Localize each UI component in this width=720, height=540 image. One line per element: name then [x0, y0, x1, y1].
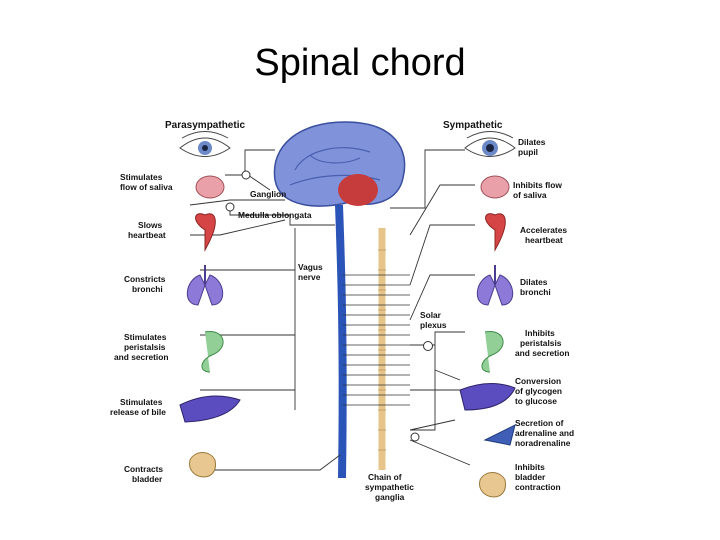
- label-left-heart: Slows heartbeat: [128, 220, 166, 240]
- salivary-gland-icon: [195, 175, 225, 199]
- label-right-bladder: Inhibits bladder contraction: [515, 462, 561, 492]
- heart-icon: [485, 213, 506, 252]
- liver-icon: [179, 395, 241, 423]
- label-right-glycogen: Conversion of glycogen to glucose: [515, 376, 564, 406]
- label-ganglion: Ganglion: [250, 189, 286, 199]
- salivary-gland-icon: [480, 175, 510, 199]
- label-left-saliva: Stimulates flow of saliva: [120, 172, 173, 192]
- adrenal-gland-icon: [483, 424, 516, 446]
- label-left-peristalsis: Stimulates peristalsis and secretion: [114, 332, 169, 362]
- brain-icon: [273, 121, 406, 207]
- label-left-bladder: Contracts bladder: [124, 464, 165, 484]
- label-right-saliva: Inhibits flow of saliva: [513, 180, 564, 200]
- label-solar-plexus: Solar plexus: [420, 310, 447, 330]
- stomach-intestine-icon: [481, 331, 504, 373]
- label-right-adrenaline: Secretion of adrenaline and noradrenalin…: [515, 418, 576, 448]
- slide-title: Spinal chord: [254, 42, 466, 84]
- label-right-heart: Accelerates heartbeat: [520, 225, 569, 245]
- stomach-intestine-icon: [201, 331, 224, 373]
- sympathetic-header: Sympathetic: [443, 120, 503, 131]
- lungs-icon: [186, 265, 224, 306]
- label-right-pupil: Dilates pupil: [518, 137, 548, 157]
- label-left-bile: Stimulates release of bile: [110, 397, 166, 417]
- label-vagus-nerve: Vagus nerve: [298, 262, 325, 282]
- autonomic-nervous-system-diagram: Parasympathetic Sympathetic: [110, 120, 576, 502]
- label-medulla: Medulla oblongata: [238, 210, 312, 220]
- spinal-cord-icon: [335, 204, 347, 479]
- heart-icon: [195, 213, 216, 252]
- eye-icon: [464, 131, 516, 157]
- eye-icon: [179, 131, 231, 157]
- label-right-peristalsis: Inhibits peristalsis and secretion: [515, 328, 569, 358]
- label-right-bronchi: Dilates bronchi: [520, 277, 551, 297]
- bladder-icon: [189, 452, 216, 478]
- parasympathetic-header: Parasympathetic: [165, 120, 245, 131]
- label-chain-ganglia: Chain of sympathetic ganglia: [365, 472, 416, 502]
- liver-icon: [459, 383, 516, 411]
- bladder-icon: [479, 472, 506, 498]
- lungs-icon: [476, 265, 514, 306]
- cerebellum-icon: [338, 174, 378, 206]
- label-left-bronchi: Constricts bronchi: [124, 274, 168, 294]
